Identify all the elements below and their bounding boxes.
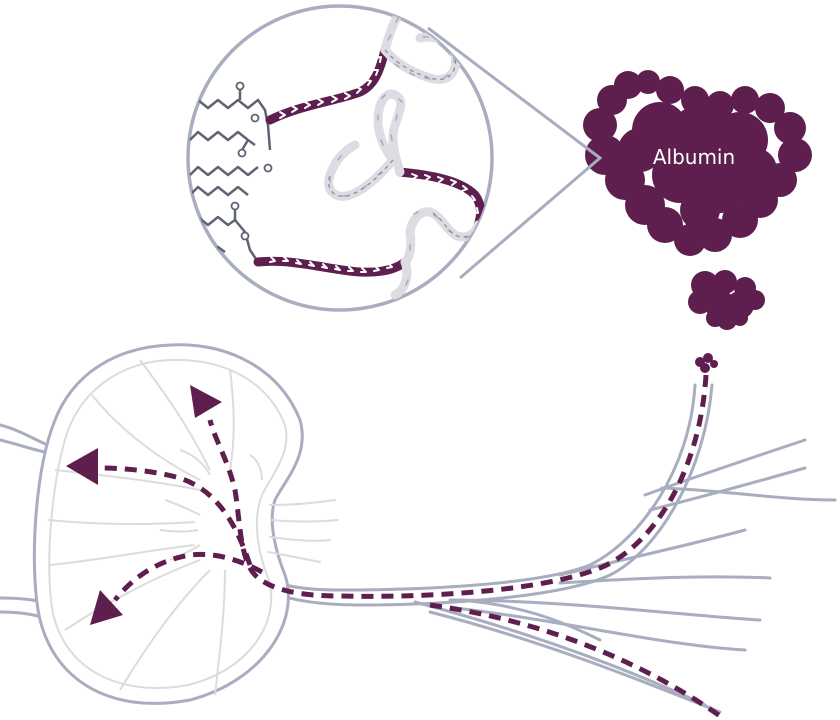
zoom-connector xyxy=(427,26,603,280)
arrowhead-up-icon xyxy=(190,385,222,418)
arrowhead-left-icon xyxy=(66,448,98,485)
zoom-inset xyxy=(186,4,494,312)
albumin-large xyxy=(583,70,812,256)
ester-oxygens xyxy=(230,81,273,241)
lymph-vessel-branches xyxy=(258,383,837,714)
albumin-medium xyxy=(688,270,765,330)
flow-paths xyxy=(99,374,722,719)
albumin-label: Albumin xyxy=(653,145,735,169)
lymph-node xyxy=(32,343,339,705)
albumin-small xyxy=(695,353,718,373)
flow-arrowheads xyxy=(66,385,222,625)
light-chain-chevrons xyxy=(329,16,471,286)
arrowhead-down-left-icon xyxy=(90,590,123,625)
lipid-chains xyxy=(189,90,272,263)
fatty-acid-chevrons xyxy=(269,56,479,273)
